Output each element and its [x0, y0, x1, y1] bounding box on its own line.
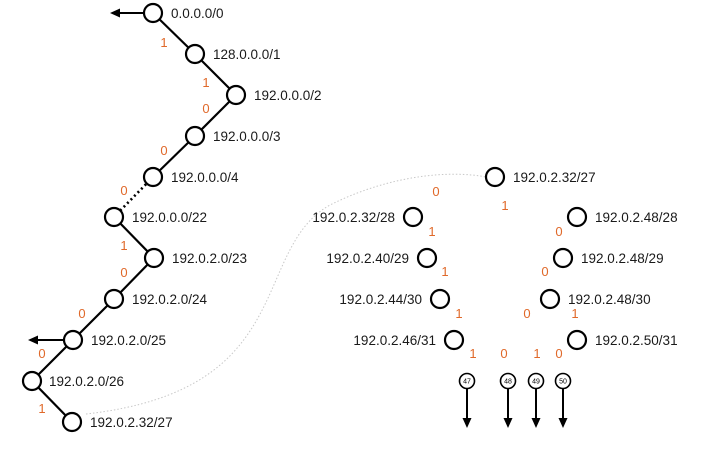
left-chain-bit: 0 — [120, 183, 127, 198]
zoom-link-curve — [85, 173, 487, 415]
left-chain-node — [21, 370, 43, 392]
right-tree-bit: 1 — [469, 346, 476, 361]
left-chain-node — [62, 329, 84, 351]
left-chain-label: 128.0.0.0/1 — [213, 47, 281, 62]
left-chain-node — [103, 288, 125, 310]
right-tree-node — [552, 247, 574, 269]
left-chain-bit: 0 — [120, 265, 127, 280]
left-chain-label: 192.0.0.0/22 — [132, 210, 207, 225]
left-chain-bit: 1 — [120, 238, 127, 253]
right-tree-label: 192.0.2.46/31 — [353, 333, 436, 348]
left-chain-label: 192.0.2.0/25 — [91, 333, 166, 348]
left-exit-arrow-top — [110, 8, 144, 18]
right-tree-node — [429, 288, 451, 310]
left-chain-label: 192.0.0.0/3 — [213, 129, 281, 144]
right-tree-label: 192.0.2.48/29 — [581, 251, 664, 266]
leaf-node — [499, 372, 517, 390]
right-tree-label: 192.0.2.44/30 — [339, 292, 422, 307]
right-tree-label: 192.0.2.48/28 — [595, 210, 678, 225]
left-chain-node — [184, 43, 206, 65]
left-chain-bit: 0 — [202, 101, 209, 116]
right-tree-label: 192.0.2.50/31 — [595, 333, 678, 348]
right-tree-bit: 1 — [571, 306, 578, 321]
left-chain-bit: 0 — [38, 346, 45, 361]
right-tree-bit: 0 — [555, 224, 562, 239]
right-tree-node — [416, 247, 438, 269]
right-tree-bit: 0 — [432, 184, 439, 199]
leaf-node — [554, 372, 572, 390]
left-chain-bit: 1 — [202, 75, 209, 90]
left-chain-label: 192.0.2.0/23 — [172, 251, 247, 266]
leaf-down-arrow — [503, 389, 513, 428]
right-tree-node — [443, 329, 465, 351]
right-tree-edge — [413, 177, 495, 217]
right-tree-bit: 1 — [428, 224, 435, 239]
right-tree-root — [484, 166, 506, 188]
left-chain-node — [61, 411, 83, 433]
right-tree-label: 192.0.2.40/29 — [326, 251, 409, 266]
left-chain-bit: 0 — [160, 143, 167, 158]
left-chain-label: 192.0.0.0/2 — [254, 88, 322, 103]
right-tree-bit: 1 — [533, 346, 540, 361]
left-chain-node — [143, 247, 165, 269]
left-chain-label: 192.0.2.32/27 — [90, 415, 173, 430]
leaf-label: 50 — [559, 379, 567, 386]
leaf-down-arrow — [531, 389, 541, 428]
leaf-label: 48 — [504, 379, 512, 386]
left-chain-label: 0.0.0.0/0 — [171, 6, 224, 21]
left-chain-node — [103, 206, 125, 228]
right-tree-root-label: 192.0.2.32/27 — [513, 170, 596, 185]
leaf-node — [458, 372, 476, 390]
left-chain-node — [142, 2, 164, 24]
right-tree-node — [566, 329, 588, 351]
right-tree-node — [566, 206, 588, 228]
left-chain-node — [142, 166, 164, 188]
right-tree-bit: 0 — [523, 306, 530, 321]
leaf-label: 49 — [532, 379, 540, 386]
right-tree-bit: 1 — [441, 264, 448, 279]
right-tree-bit: 0 — [555, 346, 562, 361]
left-chain-node — [184, 125, 206, 147]
leaf-node — [527, 372, 545, 390]
right-tree-label: 192.0.2.48/30 — [568, 292, 651, 307]
right-tree-node — [539, 288, 561, 310]
left-chain-bit: 1 — [38, 401, 45, 416]
leaf-down-arrow — [462, 389, 472, 428]
left-chain-label: 192.0.0.0/4 — [171, 170, 239, 185]
left-chain-label: 192.0.2.0/26 — [49, 374, 124, 389]
right-tree-node — [402, 206, 424, 228]
leaf-down-arrow — [558, 389, 568, 428]
left-chain-bit: 1 — [160, 35, 167, 50]
left-chain-label: 192.0.2.0/24 — [132, 292, 208, 307]
leaf-label: 47 — [463, 379, 471, 386]
right-tree-bit: 0 — [541, 264, 548, 279]
right-tree-label: 192.0.2.32/28 — [312, 210, 395, 225]
right-tree-bit: 0 — [500, 346, 507, 361]
left-exit-arrow-mid — [28, 335, 64, 345]
right-tree-bit: 1 — [455, 306, 462, 321]
right-tree-bit: 1 — [501, 198, 508, 213]
left-chain-bit: 0 — [78, 306, 85, 321]
left-chain-node — [225, 84, 247, 106]
